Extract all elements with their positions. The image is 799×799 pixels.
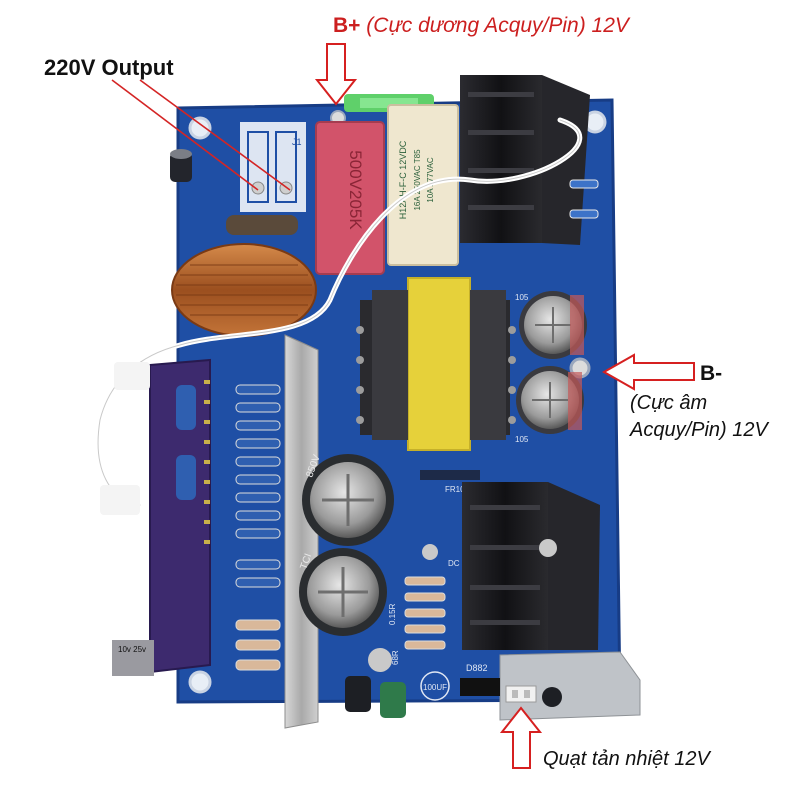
top-heatsink [460, 75, 590, 245]
small-capacitor-top-left [170, 149, 192, 182]
silk-dc: DC [448, 559, 460, 568]
resistor-array [235, 384, 281, 671]
label-b-minus-desc-line1: (Cực âm [630, 392, 708, 414]
label-220v-output: 220V Output [44, 55, 174, 80]
label-b-plus: B+ (Cực dương Acquy/Pin) 12V [333, 14, 629, 38]
silk-105-a: 105 [515, 293, 529, 302]
silk-68r: 68R [391, 650, 400, 665]
label-b-plus-symbol: B+ [333, 14, 361, 37]
big-capacitor-top: 850V [302, 453, 394, 546]
fan-connector [505, 685, 562, 707]
big-capacitor-bottom: TCI [298, 548, 387, 636]
diode-strip [420, 470, 480, 480]
capacitor-right-bottom [516, 366, 584, 434]
label-b-plus-desc: (Cực dương Acquy/Pin) 12V [366, 14, 629, 37]
capacitor-marking: 500V205K [346, 150, 365, 230]
relay-marking-1: H12AH-F-C 12VDC [398, 140, 408, 219]
daughter-board: 10v 25v [100, 358, 211, 676]
output-connector: J1 [240, 122, 306, 212]
silk-100uf: 100UF [423, 683, 447, 692]
relay-marking-2: 16A 250VAC T85 [413, 149, 422, 211]
big-cap-marking-2: TCI [298, 552, 314, 571]
b-minus-arrow [601, 353, 695, 391]
label-b-minus-desc-line2: Acquy/Pin) 12V [630, 419, 768, 441]
label-fan: Quạt tản nhiệt 12V [543, 748, 710, 770]
capacitor-right-top [519, 291, 587, 359]
d882-transistor: D882 [460, 663, 500, 696]
film-capacitor: 500V205K [315, 121, 385, 275]
bottom-heatsink [462, 482, 600, 650]
small-cap-tag: 10v 25v [118, 645, 146, 654]
silk-105-b: 105 [515, 435, 529, 444]
fan-arrow [499, 706, 543, 769]
aluminium-heatsink-plate [284, 334, 319, 729]
silk-fr107: FR107*2 [445, 485, 477, 494]
resistors-middle [404, 576, 446, 650]
toroid-inductor [171, 215, 317, 337]
small-capacitors-bottom [345, 544, 438, 718]
aluminium-bracket [499, 651, 641, 721]
silk-d882: D882 [466, 663, 488, 673]
silk-j1: J1 [292, 137, 302, 147]
output-pointer-lines [111, 79, 291, 191]
cap-100uf-outline: 100UF [420, 671, 450, 701]
label-b-minus: B- [700, 362, 723, 385]
b-plus-arrow [314, 43, 358, 106]
relay-marking-3: 10A 277VAC [426, 157, 435, 202]
transformer [356, 277, 516, 451]
label-b-minus-desc: (Cực âm Acquy/Pin) 12V [630, 390, 799, 444]
silk-015r: 0.15R [388, 603, 397, 625]
